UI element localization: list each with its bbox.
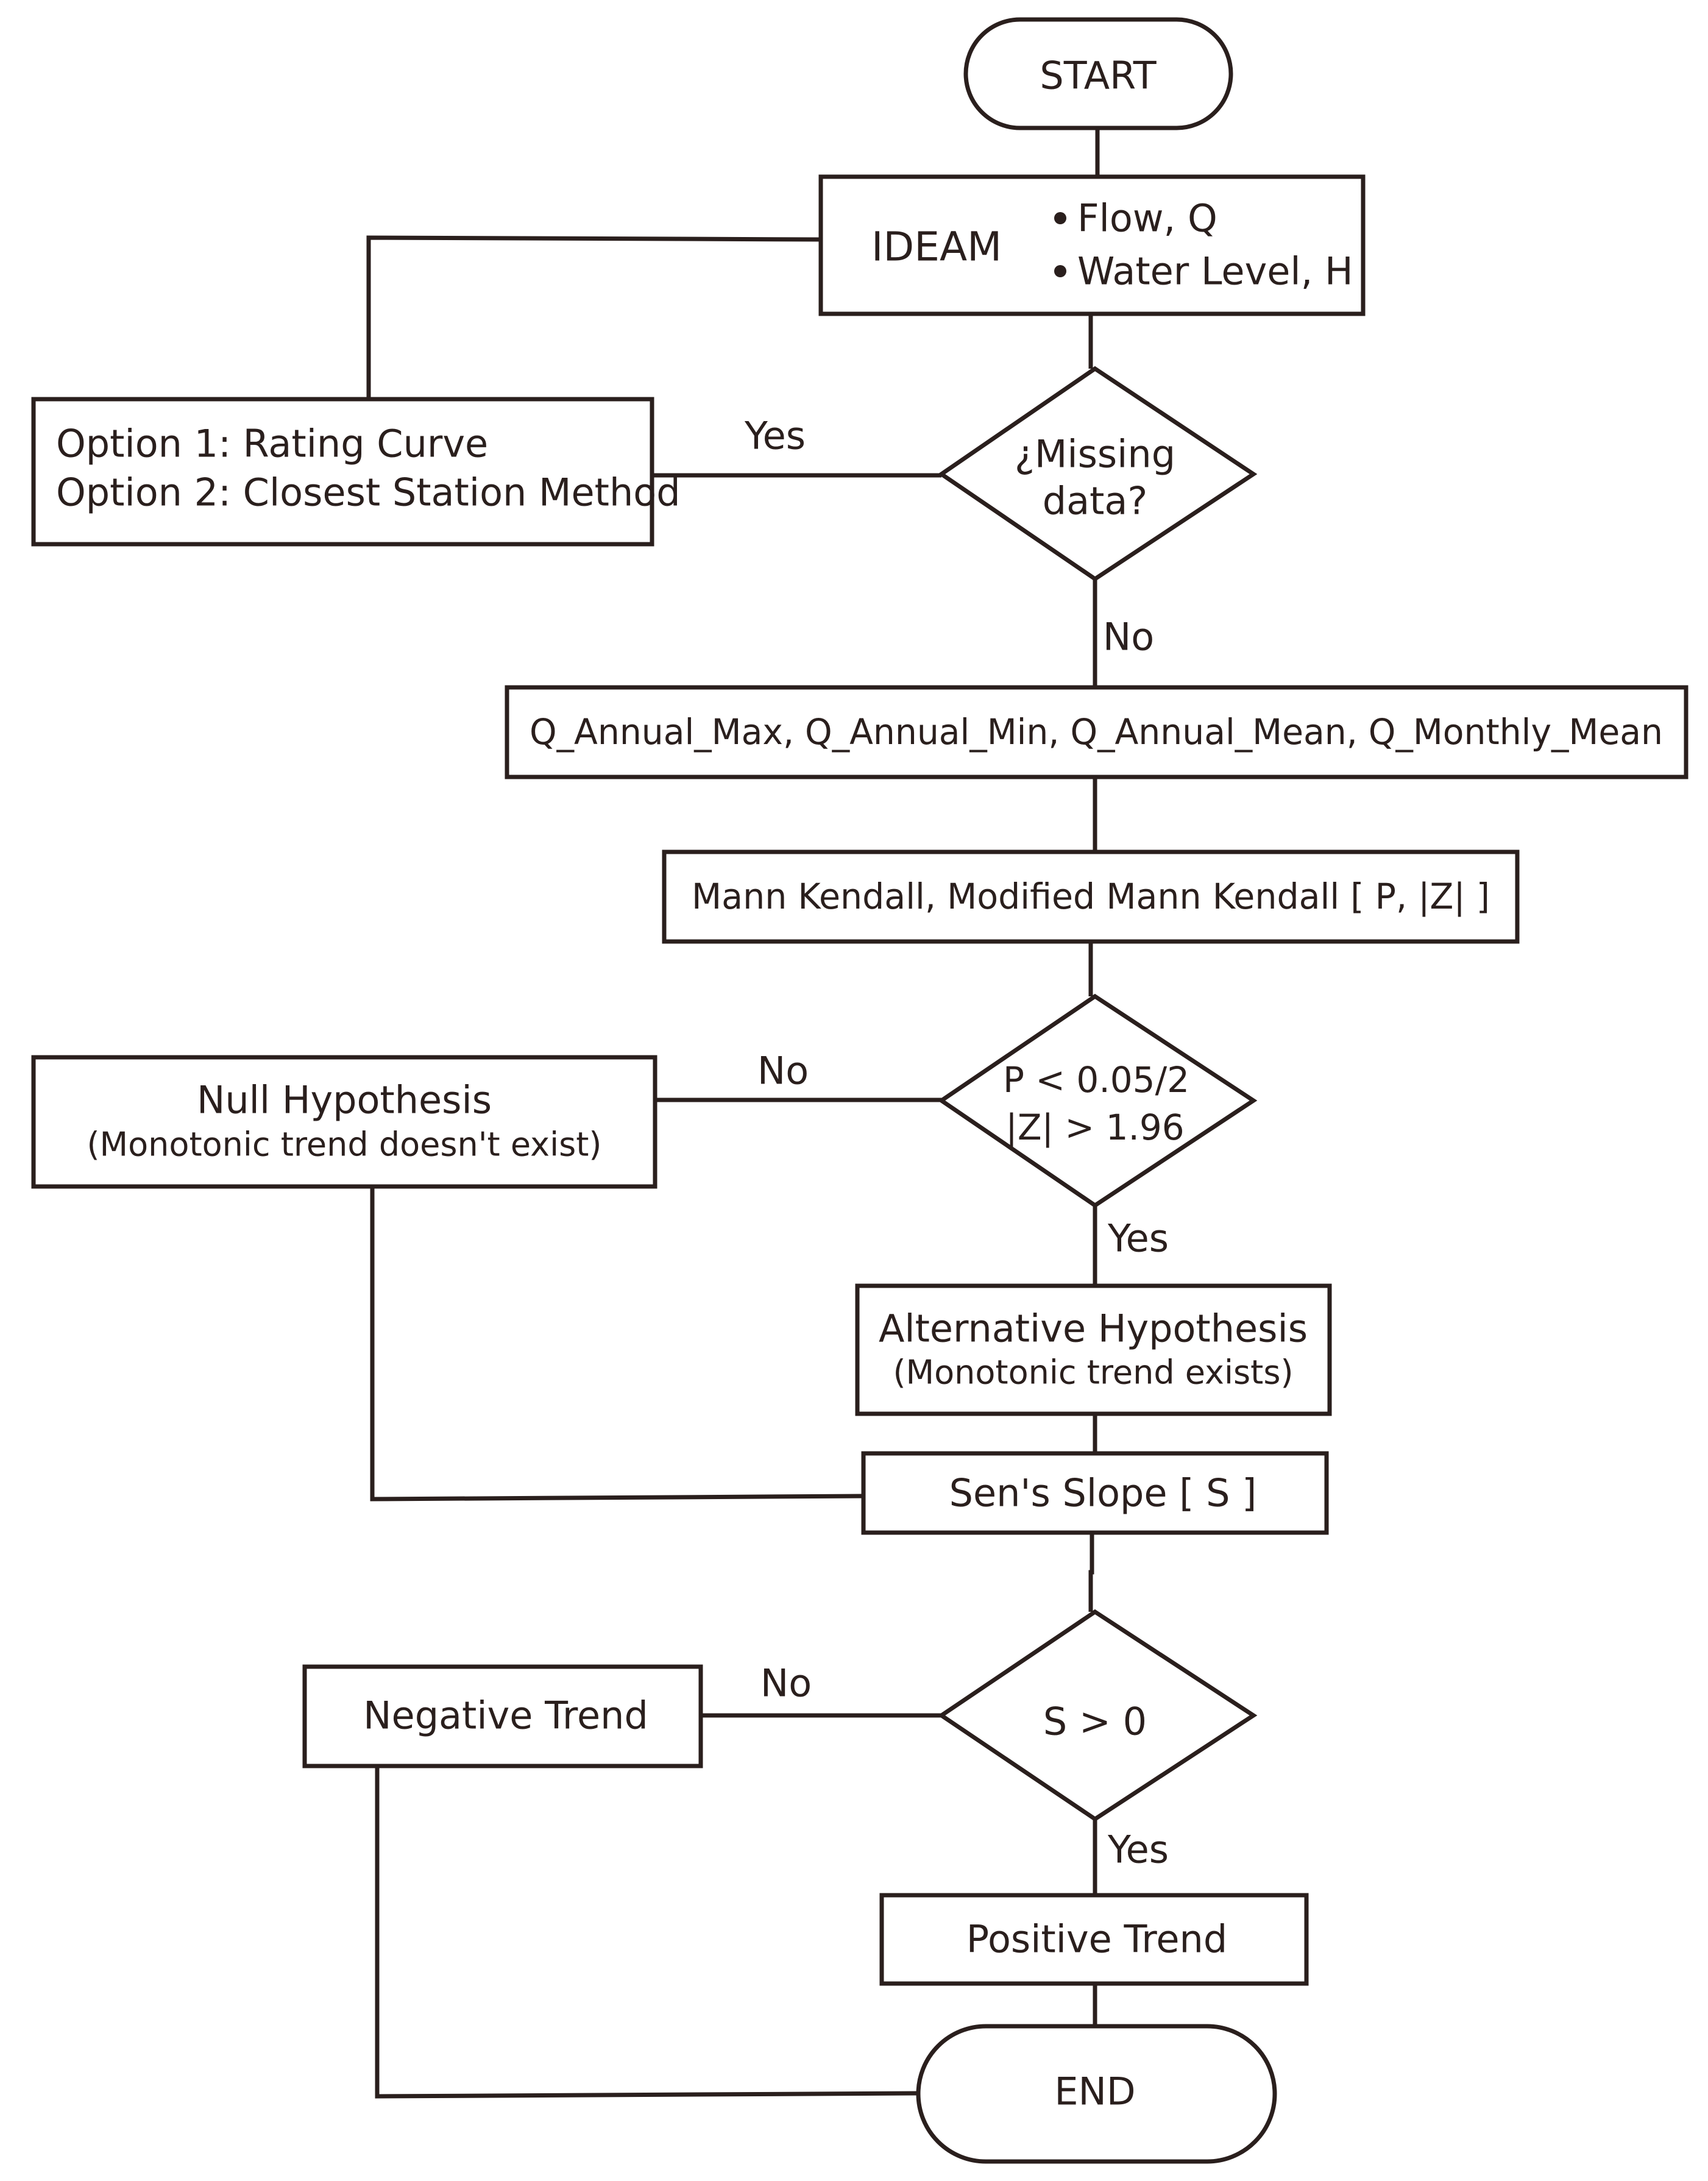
alt-hypothesis-box: Alternative Hypothesis (Monotonic trend … (855, 1283, 1332, 1416)
missing-decision-line2: data? (1043, 479, 1148, 523)
ideam-box: IDEAM Flow, Q Water Level, H (818, 174, 1366, 316)
slope-decision-text: S > 0 (1043, 1700, 1147, 1744)
significance-line2: |Z| > 1.96 (1005, 1107, 1184, 1148)
label-yes-slope: Yes (1107, 1828, 1169, 1872)
null-hypothesis-subtitle: (Monotonic trend doesn't exist) (87, 1126, 601, 1164)
label-no-slope: No (760, 1661, 812, 1706)
end-terminal: END (916, 2024, 1277, 2164)
label-yes-significance: Yes (1107, 1216, 1169, 1261)
connector-sens-slope-decision (1088, 1533, 1094, 1612)
missing-data-decision: ¿Missing data? (937, 366, 1258, 582)
label-no-missing: No (1103, 615, 1154, 659)
alt-hypothesis-subtitle: (Monotonic trend exists) (893, 1353, 1293, 1392)
end-label: END (1054, 2069, 1135, 2114)
null-hypothesis-title: Null Hypothesis (197, 1078, 492, 1122)
option-1-text: Option 1: Rating Curve (56, 422, 488, 466)
slope-decision: S > 0 (937, 1609, 1258, 1822)
tests-text: Mann Kendall, Modified Mann Kendall [ P,… (692, 876, 1490, 917)
options-box: Option 1: Rating Curve Option 2: Closest… (31, 397, 681, 547)
series-box: Q_Annual_Max, Q_Annual_Min, Q_Annual_Mea… (505, 685, 1689, 779)
connector-ideam-options (366, 235, 821, 399)
alt-hypothesis-title: Alternative Hypothesis (879, 1307, 1308, 1351)
label-no-significance: No (757, 1049, 809, 1093)
missing-decision-line1: ¿Missing (1015, 432, 1175, 477)
negative-trend-text: Negative Trend (363, 1693, 648, 1738)
positive-trend-text: Positive Trend (966, 1917, 1227, 1962)
bullet-icon (1054, 265, 1066, 277)
sens-slope-box: Sen's Slope [ S ] (861, 1451, 1329, 1535)
negative-trend-box: Negative Trend (302, 1664, 703, 1768)
label-yes-missing: Yes (744, 414, 806, 458)
significance-decision: P < 0.05/2 |Z| > 1.96 (937, 993, 1258, 1208)
connector-null-sens (370, 1186, 864, 1502)
bullet-icon (1054, 212, 1066, 224)
tests-box: Mann Kendall, Modified Mann Kendall [ P,… (662, 849, 1520, 944)
ideam-title: IDEAM (871, 224, 1002, 271)
positive-trend-box: Positive Trend (879, 1893, 1309, 1986)
null-hypothesis-box: Null Hypothesis (Monotonic trend doesn't… (31, 1055, 657, 1189)
ideam-bullet-flow: Flow, Q (1077, 196, 1217, 241)
series-text: Q_Annual_Max, Q_Annual_Min, Q_Annual_Mea… (530, 711, 1663, 753)
start-terminal: START (963, 17, 1233, 130)
start-label: START (1040, 54, 1157, 98)
sens-slope-text: Sen's Slope [ S ] (949, 1471, 1257, 1516)
ideam-bullet-level: Water Level, H (1077, 249, 1353, 294)
significance-line1: P < 0.05/2 (1003, 1059, 1189, 1101)
option-2-text: Option 2: Closest Station Method (56, 470, 681, 515)
branch-labels: Yes No No Yes No Yes (744, 414, 1169, 1872)
connector-negative-end (375, 1766, 919, 2099)
connectors (366, 128, 1100, 2099)
